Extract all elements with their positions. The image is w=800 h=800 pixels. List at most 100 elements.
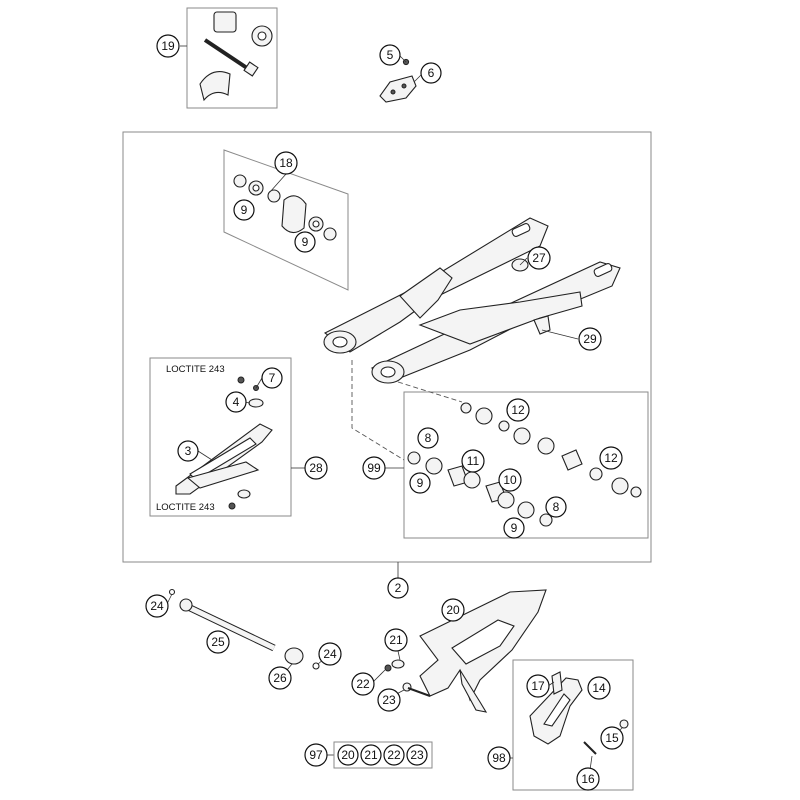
callout-4: 4 [225, 391, 247, 413]
svg-text:99: 99 [367, 461, 381, 475]
frame-kit-18 [223, 149, 349, 291]
svg-text:5: 5 [387, 48, 394, 62]
frame-kit-99 [403, 391, 649, 539]
callout-5: 5 [379, 44, 401, 66]
loctite-note-bottom: LOCTITE 243 [156, 502, 215, 513]
svg-text:29: 29 [583, 332, 597, 346]
callout-14: 14 [587, 676, 611, 700]
callout-29: 29 [578, 327, 602, 351]
svg-text:20: 20 [446, 603, 460, 617]
swingarm-part [323, 217, 621, 384]
chain-guide-98-part [529, 671, 629, 755]
svg-text:24: 24 [150, 599, 164, 613]
callout-10: 10 [498, 468, 522, 492]
callout-8-b: 8 [545, 496, 567, 518]
frame-kit-97 [333, 741, 433, 769]
callout-24-b: 24 [318, 642, 342, 666]
callout-24-a: 24 [145, 594, 169, 618]
svg-text:15: 15 [605, 731, 619, 745]
axle-part [168, 588, 276, 652]
bearing-kit-99 [407, 402, 642, 527]
svg-text:97: 97 [309, 748, 323, 762]
callout-16: 16 [576, 767, 600, 791]
callout-kit-20: 20 [337, 744, 359, 766]
svg-text:23: 23 [382, 693, 396, 707]
frame-kit-98 [512, 659, 634, 791]
callout-kit-23: 23 [406, 744, 428, 766]
chain-guard-part [384, 589, 547, 713]
svg-text:9: 9 [241, 203, 248, 217]
svg-text:23: 23 [410, 748, 424, 762]
callout-12-a: 12 [506, 398, 530, 422]
svg-text:16: 16 [581, 772, 595, 786]
svg-text:4: 4 [233, 395, 240, 409]
callout-kit-21: 21 [360, 744, 382, 766]
svg-text:20: 20 [341, 748, 355, 762]
callout-11: 11 [461, 449, 485, 473]
svg-text:17: 17 [531, 679, 545, 693]
svg-text:2: 2 [395, 581, 402, 595]
svg-text:6: 6 [428, 66, 435, 80]
callout-23: 23 [377, 688, 401, 712]
svg-text:27: 27 [532, 251, 546, 265]
svg-text:28: 28 [309, 461, 323, 475]
callout-22: 22 [351, 672, 375, 696]
bearing-ring-part [251, 25, 273, 47]
callout-9-a: 9 [233, 199, 255, 221]
callout-8-a: 8 [417, 427, 439, 449]
svg-text:10: 10 [503, 473, 517, 487]
svg-text:22: 22 [387, 748, 401, 762]
frame-kit-19 [186, 7, 278, 109]
svg-text:8: 8 [553, 500, 560, 514]
callout-20: 20 [441, 598, 465, 622]
callout-3: 3 [177, 440, 199, 462]
svg-text:9: 9 [302, 235, 309, 249]
chain-guide-part [379, 75, 417, 103]
callout-26: 26 [268, 666, 292, 690]
long-bolt-part [203, 38, 259, 77]
callout-17: 17 [526, 674, 550, 698]
svg-text:14: 14 [592, 681, 606, 695]
svg-text:8: 8 [425, 431, 432, 445]
callout-21: 21 [384, 628, 408, 652]
svg-text:21: 21 [389, 633, 403, 647]
loctite-note-top: LOCTITE 243 [166, 364, 225, 375]
callout-18: 18 [274, 151, 298, 175]
spacer-part [284, 647, 304, 665]
callout-9-c: 9 [409, 472, 431, 494]
svg-text:22: 22 [356, 677, 370, 691]
svg-text:24: 24 [323, 647, 337, 661]
bearing-kit-18 [233, 174, 337, 241]
callout-25: 25 [206, 630, 230, 654]
callout-99: 99 [362, 456, 386, 480]
callout-kit-22: 22 [383, 744, 405, 766]
svg-text:11: 11 [467, 454, 480, 468]
callout-12-b: 12 [599, 446, 623, 470]
callout-6: 6 [420, 62, 442, 84]
svg-text:9: 9 [417, 476, 424, 490]
svg-text:26: 26 [273, 671, 287, 685]
svg-text:19: 19 [161, 39, 175, 53]
svg-text:12: 12 [604, 451, 618, 465]
callout-98: 98 [487, 746, 511, 770]
svg-text:9: 9 [511, 521, 518, 535]
svg-text:7: 7 [269, 371, 276, 385]
callout-28: 28 [304, 456, 328, 480]
callout-15: 15 [600, 726, 624, 750]
callout-9-d: 9 [503, 517, 525, 539]
svg-text:18: 18 [279, 156, 293, 170]
washer-part [312, 662, 320, 670]
callout-19: 19 [156, 34, 180, 58]
half-shell-part [199, 71, 231, 102]
callout-2: 2 [387, 577, 409, 599]
chain-slider-part [175, 376, 273, 510]
bushing-part [213, 11, 237, 33]
assembly-dashed-line [351, 360, 405, 461]
callout-9-b: 9 [294, 231, 316, 253]
svg-text:12: 12 [511, 403, 525, 417]
frame-main-swingarm [122, 131, 652, 563]
svg-text:25: 25 [211, 635, 225, 649]
svg-text:3: 3 [185, 444, 192, 458]
callout-7: 7 [261, 367, 283, 389]
